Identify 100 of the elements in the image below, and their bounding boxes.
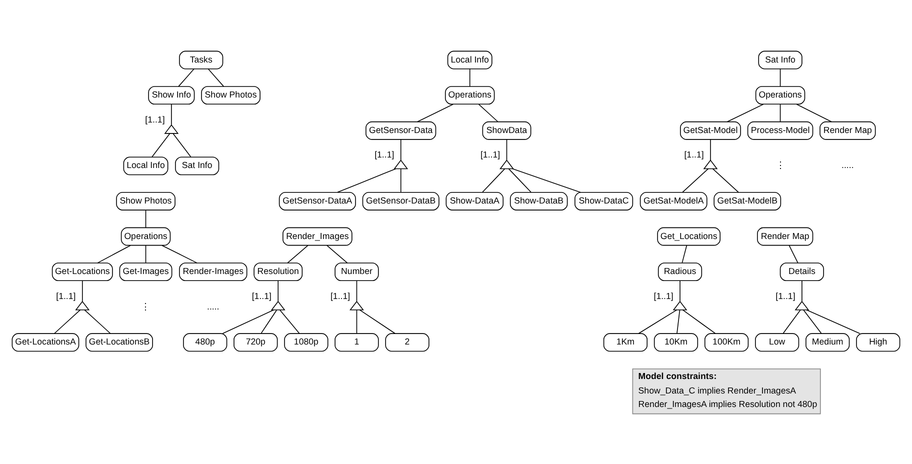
connector	[780, 68, 781, 86]
node-triangle	[350, 300, 364, 310]
connector	[788, 244, 798, 263]
connector	[178, 68, 194, 86]
node-box: Model constraints: Show_Data_C implies Render_ImagesA Render_ImagesA implies Resolution not 480p	[632, 368, 821, 414]
node-box: 720p	[234, 332, 278, 352]
connector	[682, 168, 709, 192]
node-label: [1..1]	[776, 290, 796, 300]
node-box: Show-DataC	[574, 191, 634, 210]
connector	[152, 132, 170, 157]
node-box: Sat Info	[175, 156, 220, 175]
connector	[97, 244, 131, 263]
connector	[337, 168, 396, 192]
connector	[400, 138, 402, 160]
connector	[278, 280, 279, 302]
connector	[482, 168, 506, 192]
node-box: GetSat-Model	[680, 120, 741, 140]
node-box: High	[856, 332, 900, 352]
node-box: Radious	[658, 262, 702, 281]
node-triangle	[500, 159, 514, 169]
node-box: Medium	[806, 332, 850, 352]
connector	[782, 309, 801, 334]
connector	[172, 132, 192, 157]
node-triangle	[270, 300, 286, 310]
node-box: Get-LocationsB	[86, 332, 153, 352]
node-box: 10Km	[654, 332, 698, 352]
node-box: Number	[334, 262, 379, 281]
node-box: 1080p	[284, 332, 328, 352]
connector	[803, 309, 822, 334]
node-label: [1..1]	[330, 290, 350, 300]
node-box: Show-DataA	[446, 191, 504, 210]
connector	[280, 309, 300, 334]
label: .....	[207, 300, 220, 311]
node-label: [1..1]	[145, 114, 165, 124]
label: ⋮	[776, 160, 785, 170]
node-box: Local Info	[447, 50, 492, 69]
connector	[676, 309, 680, 334]
node-triangle	[75, 300, 90, 310]
node-label: [1..1]	[56, 290, 76, 300]
connector	[84, 309, 111, 334]
node-box: 2	[385, 332, 430, 352]
connector	[356, 309, 358, 334]
connector	[506, 138, 508, 160]
node-box: Get_Locations	[657, 226, 721, 246]
node-label: [1..1]	[480, 149, 500, 160]
connector	[145, 244, 146, 263]
connector	[54, 309, 81, 334]
node-box: Render-Images	[179, 262, 248, 281]
connector	[222, 309, 274, 334]
node-label: [1..1]	[684, 149, 704, 160]
node-triangle	[794, 300, 810, 310]
node-box: Sat Info	[758, 50, 802, 69]
connector	[171, 103, 172, 125]
node-box: Get-LocationsA	[12, 332, 80, 352]
node-box: Render Map	[757, 226, 814, 246]
node-triangle	[394, 159, 408, 169]
connector	[512, 168, 582, 192]
node-box: GetSat-ModelA	[640, 191, 708, 210]
connector	[356, 280, 358, 302]
node-box: Render_Images	[282, 226, 352, 246]
connector	[359, 309, 396, 334]
connector	[145, 209, 146, 228]
label: .....	[842, 160, 854, 170]
node-box: Show Info	[148, 86, 195, 104]
node-box: Tasks	[179, 50, 224, 69]
node-box: 100Km	[704, 332, 749, 352]
node-box: Operations	[444, 86, 495, 104]
node-box: GetSensor-DataA	[278, 191, 356, 210]
connector	[287, 244, 308, 263]
node-box: 1	[334, 332, 379, 352]
connector	[400, 168, 402, 192]
node-box: GetSensor-DataB	[362, 191, 440, 210]
connector	[726, 103, 764, 122]
node-box: Render Map	[820, 120, 876, 140]
connector	[638, 309, 678, 334]
node-box: Local Info	[123, 156, 168, 175]
node-triangle	[672, 300, 688, 310]
node-label: [1..1]	[252, 290, 272, 300]
connector	[162, 244, 198, 263]
connector	[682, 244, 688, 263]
label: ⋮	[141, 300, 150, 311]
node-triangle	[703, 159, 718, 169]
node-box: Show-DataB	[510, 191, 568, 210]
connector	[469, 68, 470, 86]
node-box: GetSensor-Data	[366, 120, 436, 140]
connector	[326, 244, 348, 263]
connector	[712, 168, 739, 192]
connector	[260, 309, 278, 334]
connector	[796, 103, 832, 122]
node-box: Operations	[120, 226, 171, 246]
node-box: Get-Images	[119, 262, 172, 281]
node-box: GetSat-ModelB	[714, 191, 782, 210]
node-box: 1Km	[603, 332, 648, 352]
node-box: Get-Locations	[52, 262, 113, 281]
node-triangle	[164, 124, 179, 134]
connector	[806, 309, 860, 334]
connector	[682, 309, 716, 334]
connector	[780, 103, 781, 122]
connector	[710, 138, 711, 160]
node-label: [1..1]	[654, 290, 674, 300]
